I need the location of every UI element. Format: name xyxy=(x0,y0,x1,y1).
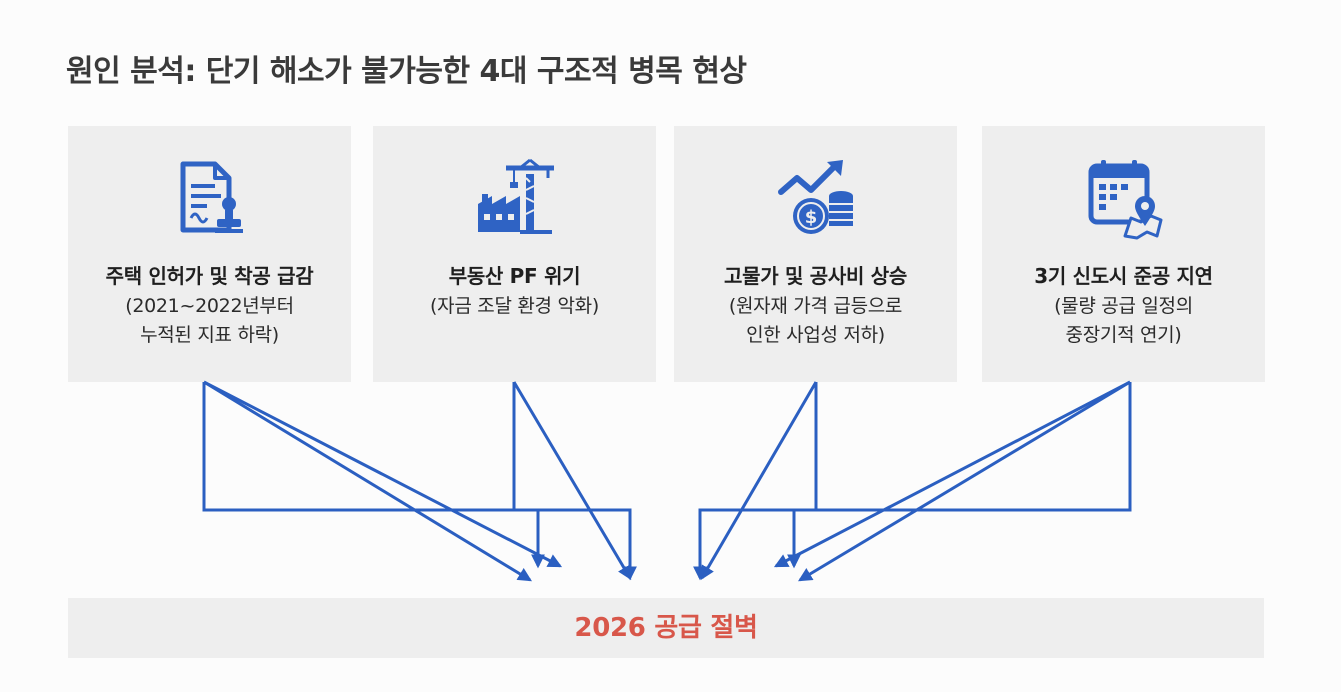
cause-heading: 부동산 PF 위기 xyxy=(448,264,581,288)
connector-arrow xyxy=(202,382,545,569)
connector-arrow xyxy=(773,380,1131,568)
cause-description: (2021~2022년부터 누적된 지표 하락) xyxy=(68,292,351,350)
cause-description-line: (원자재 가격 급등으로 xyxy=(728,295,903,317)
connector-arrow xyxy=(787,382,1132,569)
cause-heading: 주택 인허가 및 착공 급감 xyxy=(105,264,314,288)
cause-description-line: 누적된 지표 하락) xyxy=(140,324,279,346)
cause-description-line: (물량 공급 일정의 xyxy=(1054,295,1193,317)
document-stamp-icon xyxy=(180,161,243,233)
connector-arrow xyxy=(797,380,1131,582)
factory-crane-icon xyxy=(477,158,554,234)
cause-card-new-town-delay: 3기 신도시 준공 지연 (물량 공급 일정의 중장기적 연기) xyxy=(982,126,1265,382)
connector-arrow xyxy=(203,380,532,582)
result-banner: 2026 공급 절벽 xyxy=(68,598,1264,658)
connector-arrow xyxy=(512,382,637,581)
page-title: 원인 분석: 단기 해소가 불가능한 4대 구조적 병목 현상 xyxy=(66,54,747,89)
cause-card-permits: 주택 인허가 및 착공 급감 (2021~2022년부터 누적된 지표 하락) xyxy=(68,126,351,382)
connector-arrow xyxy=(700,381,818,581)
cause-description-line: 중장기적 연기) xyxy=(1065,324,1182,346)
cause-card-pf-crisis: 부동산 PF 위기 (자금 조달 환경 악화) xyxy=(373,126,656,382)
cause-heading: 고물가 및 공사비 상승 xyxy=(724,264,907,288)
result-label: 2026 공급 절벽 xyxy=(574,613,758,643)
calendar-map-pin-icon xyxy=(1088,160,1162,240)
cause-description-line: (자금 조달 환경 악화) xyxy=(430,295,599,317)
cause-heading: 3기 신도시 준공 지연 xyxy=(1034,264,1213,288)
connector-arrow xyxy=(203,380,563,568)
connector-arrow xyxy=(693,382,818,581)
rising-cost-coins-icon: $ xyxy=(777,160,853,234)
cause-description: (자금 조달 환경 악화) xyxy=(373,292,656,321)
cause-card-construction-cost: $ 고물가 및 공사비 상승 (원자재 가격 급등으로 인한 사업성 저하) xyxy=(674,126,957,382)
cause-description-line: 인한 사업성 저하) xyxy=(746,324,885,346)
cause-description: (원자재 가격 급등으로 인한 사업성 저하) xyxy=(674,292,957,350)
connector-arrow xyxy=(512,381,632,581)
svg-text:$: $ xyxy=(804,207,817,228)
cause-description: (물량 공급 일정의 중장기적 연기) xyxy=(982,292,1265,350)
cause-description-line: (2021~2022년부터 xyxy=(125,295,294,317)
